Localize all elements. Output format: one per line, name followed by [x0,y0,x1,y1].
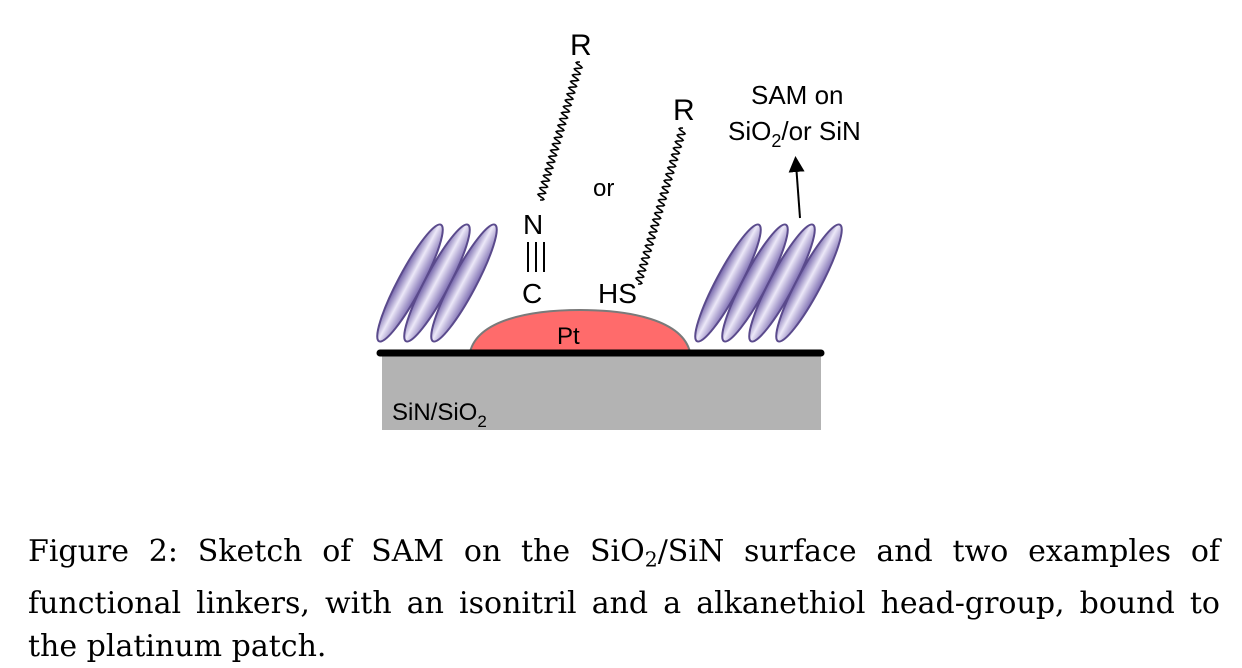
thiol-hs-label: HS [598,278,637,309]
caption-subscript: 2 [645,548,658,572]
isonitrile-chain [538,62,582,200]
sam-figure: SiN/SiO2 Pt R N C or R HS SAM on SiO2/or… [0,0,1242,470]
triple-bond [528,242,544,272]
sam-molecules-left [368,219,505,347]
platinum-label: Pt [557,323,580,350]
figure-caption: Figure 2: Sketch of SAM on the SiO2/SiN … [28,530,1220,668]
or-label: or [593,175,614,202]
thiol-chain [636,128,685,284]
caption-label: Figure 2: [28,534,178,569]
sam-molecules-right [686,219,850,347]
isonitrile-n-label: N [523,209,543,240]
sam-annotation-line2: SiO2/or SiN [728,116,861,151]
caption-text-1: Sketch of SAM on the SiO [198,534,645,569]
isonitrile-r-label: R [570,29,592,62]
sam-arrow [796,164,800,218]
platinum-patch [470,310,690,352]
thiol-r-label: R [673,94,695,127]
isonitrile-c-label: C [522,278,542,309]
sam-annotation-line1: SAM on [751,80,844,110]
